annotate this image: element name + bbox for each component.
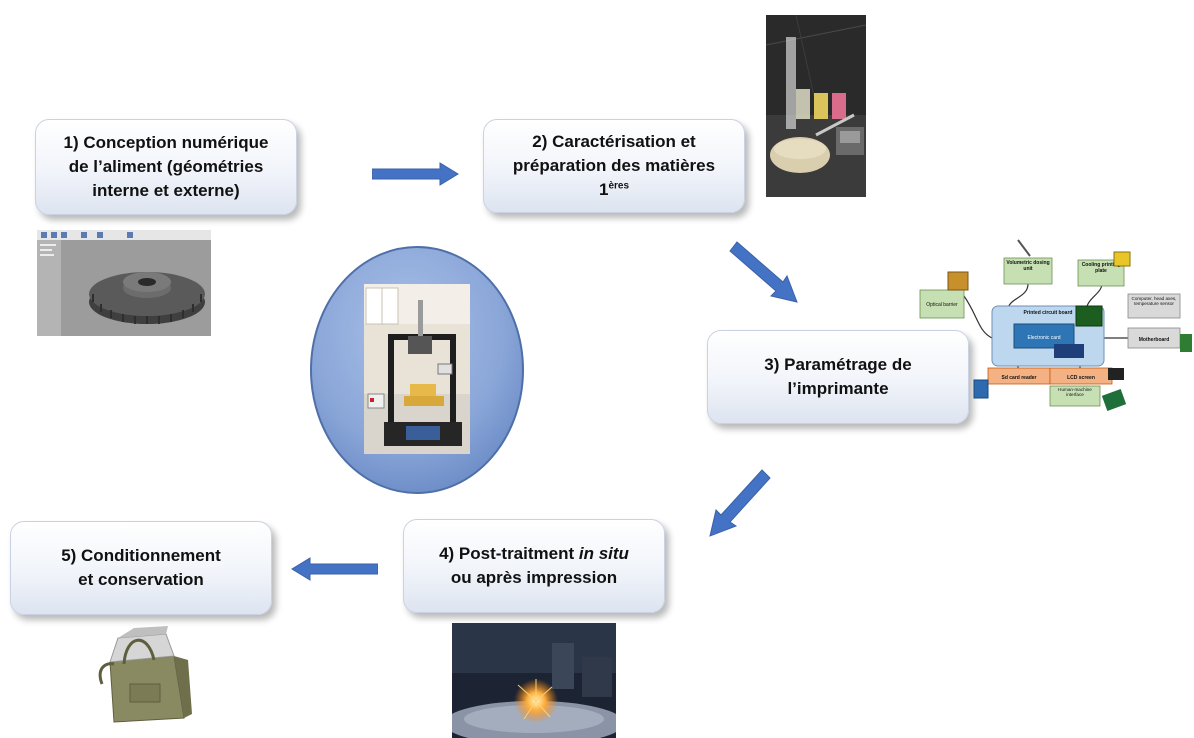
step-4-label: 4) Post-traitment in situ ou après impre… [439,543,629,587]
printer-circle-photo [310,246,524,494]
arrow-down-right-icon [729,241,798,303]
arrow-down-left-icon [709,469,771,537]
cad-gear-screenshot [37,230,211,336]
insulated-bag-photo [98,626,192,723]
electronic-card-label: Electronic card [1027,335,1060,341]
step-5-label: 5) Conditionnement et conservation [61,545,221,589]
printed-circuit-label: Printed circuit board [1024,310,1073,316]
sd-card-label: Sd card reader [1001,375,1036,381]
step-2-label: 2) Caractérisation et préparation des ma… [512,131,716,200]
step-3-box: 3) Paramétrage de l’imprimante [707,330,969,424]
step-4-box: 4) Post-traitment in situ ou après impre… [403,519,665,613]
step-3-label: 3) Paramétrage de l’imprimante [764,354,912,398]
ingredients-preparation-photo [766,15,866,197]
post-treatment-photo [452,623,616,738]
arrow-right-icon [372,162,459,186]
cooling-plate-label: Cooling printing plate [1081,262,1121,274]
arrow-left-icon [291,557,378,581]
step-1-label: 1) Conception numérique de l’aliment (gé… [63,132,269,201]
computer-label: Computer, head axes, temperature sensor [1131,296,1177,306]
motherboard-label: Motherboard [1139,337,1170,343]
step-2-box: 2) Caractérisation et préparation des ma… [483,119,745,213]
printer-hardware-schematic: Optical barrier Volumetric dosing unit C… [919,239,1192,411]
optical-barrier-label: Optical barrier [926,302,958,308]
step-1-box: 1) Conception numérique de l’aliment (gé… [35,119,297,215]
volumetric-dosing-label: Volumetric dosing unit [1006,260,1050,272]
lcd-screen-label: LCD screen [1067,375,1095,381]
hmi-label: Human-machine interface [1058,387,1092,397]
step-5-box: 5) Conditionnement et conservation [10,521,272,615]
